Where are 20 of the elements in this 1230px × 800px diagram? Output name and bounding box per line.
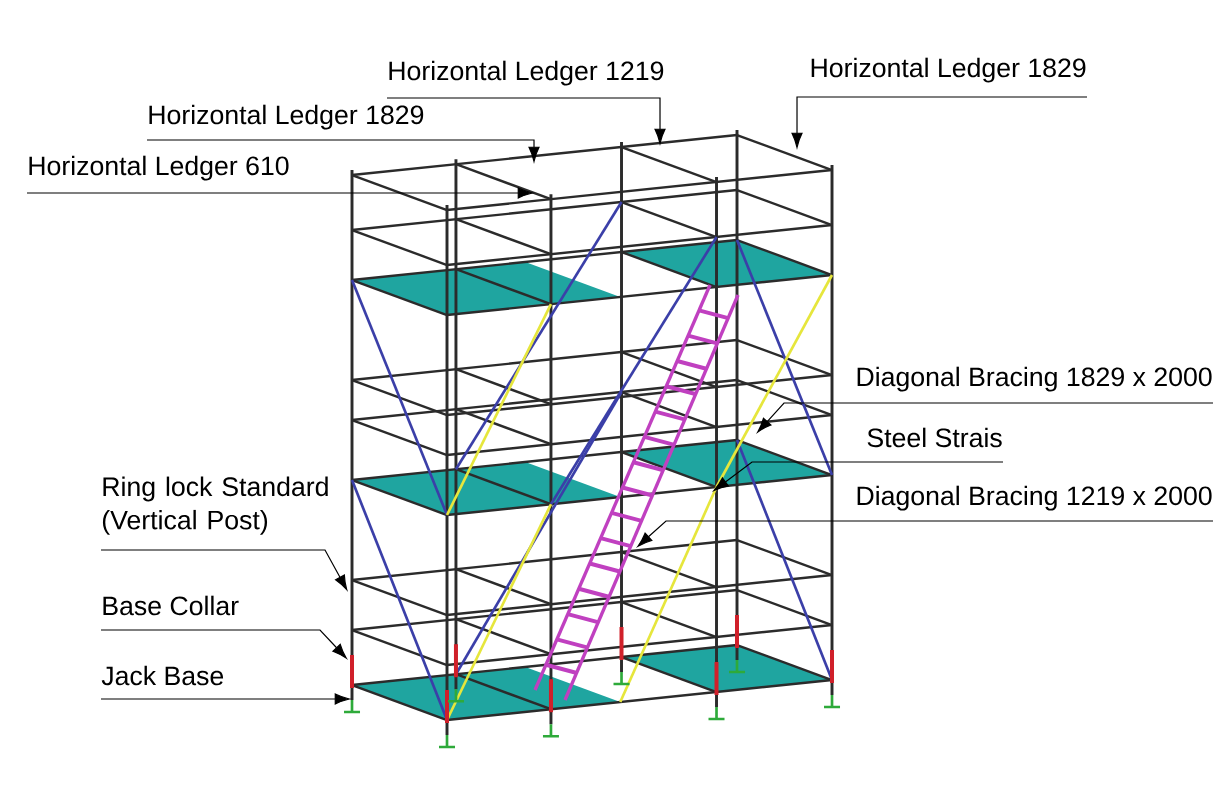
leader-line (146, 139, 540, 162)
leader-line (637, 520, 1214, 547)
leader-line (100, 629, 347, 659)
leader-line (100, 549, 348, 591)
callout-label: Diagonal Bracing 1219 x 2000 (857, 485, 1212, 511)
leader-line (713, 461, 1004, 491)
leader-line (26, 187, 533, 199)
callout-label: Horizontal Ledger 1219 (389, 60, 664, 86)
callout-label: Jack Base (101, 665, 224, 686)
callout-label: Horizontal Ledger 610 (29, 155, 289, 181)
leader-line (791, 96, 1088, 148)
leader-line (757, 402, 1214, 433)
callout-label: Diagonal Bracing 1829 x 2000 (857, 366, 1212, 392)
leader-line (386, 97, 666, 144)
callout-label: Horizontal Ledger 1829 (149, 104, 424, 130)
leader-line (100, 693, 350, 705)
callout-label: Base Collar (103, 595, 239, 616)
callout-label: Steel Strais (867, 427, 1002, 448)
callout-label: Horizontal Ledger 1829 (811, 57, 1086, 83)
callout-label: Ring lock Standard (Vertical Post) (102, 476, 328, 535)
